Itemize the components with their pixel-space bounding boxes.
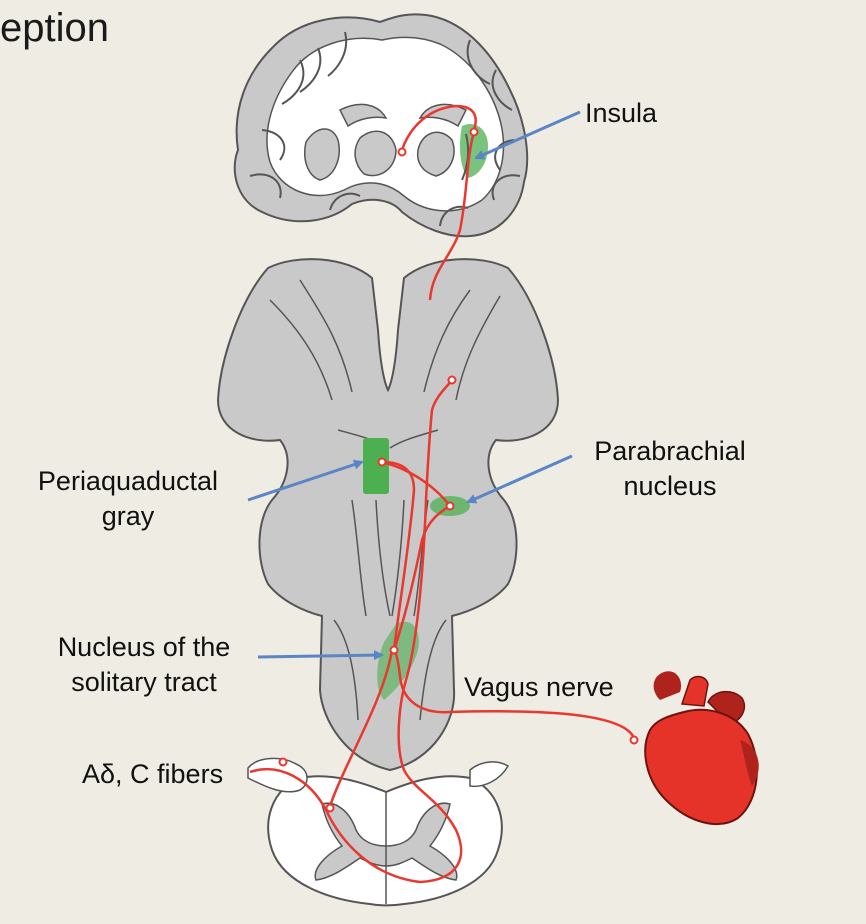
label-periaqueductal-gray: Periaquaductal gray [20,464,236,534]
label-pag-line2: gray [101,501,155,532]
nts-arrow [257,650,384,661]
label-pag-line1: Periaquaductal [37,466,219,496]
basal-ganglia-left [304,128,340,181]
dorsal-root-left [247,757,308,793]
slide-title: eption [0,6,109,50]
thalamus-right [416,131,455,177]
heart-icon [644,671,759,825]
lateral-ventricle-right [418,103,468,128]
coronal-brain-section [233,13,529,238]
insula-to-brainstem [428,131,476,301]
neural-pathways [249,104,636,884]
nts-to-pbn [392,504,451,651]
spinal-to-pag [328,649,394,807]
label-pbn-line1: Parabrachial [594,436,746,466]
pag-green [363,438,389,494]
spinal-afferent [249,379,463,884]
putamen-right [461,133,470,181]
dorsal-root-right [469,761,510,788]
thalamus-to-insula [400,104,477,151]
spinal-cord-outline [267,775,503,907]
thalamus-left [354,130,397,177]
pbn-arrow [466,454,573,504]
label-insula: Insula [585,98,658,128]
label-fibers: Aδ, C fibers [82,759,224,789]
label-arrows [247,110,581,661]
synapse-terminals [278,127,639,813]
insula-arrow [474,110,581,160]
nts-to-pag [381,460,416,651]
label-nts-line2: solitary tract [71,667,217,698]
spinal-cord-section [247,757,510,907]
brainstem-outline [216,258,560,772]
pag-arrow [247,459,364,502]
label-nucleus-solitary-tract: Nucleus of the solitary tract [40,630,248,700]
label-parabrachial-nucleus: Parabrachial nucleus [582,434,758,504]
lateral-ventricle-left [338,103,388,128]
label-nts-line1: Nucleus of the [57,632,231,662]
vagus-afferent [392,649,636,739]
pbn-to-pag [381,460,451,507]
label-pbn-line2: nucleus [623,471,717,502]
label-vagus-nerve: Vagus nerve [464,672,614,702]
